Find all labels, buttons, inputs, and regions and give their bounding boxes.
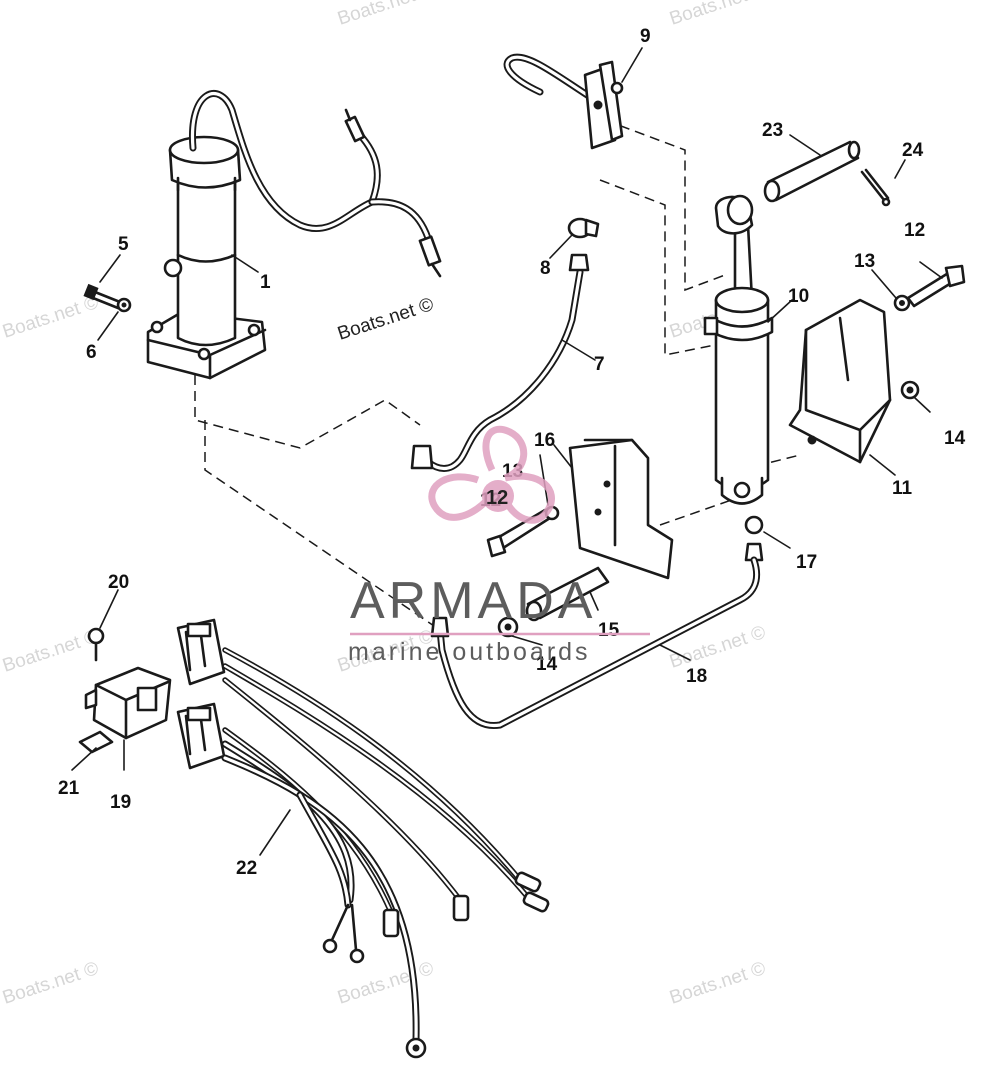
callout-21: 21 — [58, 778, 80, 799]
screw-20 — [87, 627, 105, 662]
fitting-17 — [744, 515, 764, 562]
cotter-pin-24 — [860, 168, 891, 207]
callout-24: 24 — [902, 140, 924, 161]
watermark: Boats.net © — [667, 0, 768, 30]
callout-6: 6 — [86, 342, 97, 363]
callout-13-washer-right: 13 — [854, 251, 875, 272]
relay-19 — [84, 666, 172, 740]
callout-14-nut-center: 14 — [536, 654, 558, 675]
brand-name: ARMADA — [350, 572, 596, 630]
callout-9: 9 — [640, 26, 651, 47]
callout-11: 11 — [892, 478, 913, 499]
watermark: Boats.net © — [0, 626, 101, 677]
pump-motor-assembly — [146, 90, 442, 380]
fitting-8 — [567, 217, 600, 239]
hydraulic-line-18 — [430, 556, 761, 730]
watermark: Boats.net © — [335, 958, 436, 1009]
callout-leaders — [71, 47, 943, 856]
callout-1: 1 — [260, 272, 271, 293]
callout-18: 18 — [686, 666, 707, 687]
copyright-credit: Boats.net © — [335, 294, 436, 345]
transom-bracket-16 — [568, 438, 674, 580]
callout-19: 19 — [110, 792, 131, 813]
wiring-harness-22 — [176, 618, 550, 1059]
armada-logo: 12 ARMADA marine outboards — [348, 425, 650, 666]
callout-23: 23 — [762, 120, 783, 141]
callout-14-nut-right: 14 — [944, 428, 966, 449]
callout-20: 20 — [108, 572, 129, 593]
hydraulic-line-7 — [410, 253, 590, 472]
callout-16: 16 — [534, 430, 555, 451]
callout-8: 8 — [540, 258, 551, 279]
trim-cylinder-10 — [703, 194, 774, 505]
watermark-layer: Boats.net © Boats.net © Boats.net © Boat… — [0, 0, 768, 1009]
watermark: Boats.net © — [667, 958, 768, 1009]
callout-22: 22 — [236, 858, 257, 879]
callout-5: 5 — [118, 234, 129, 255]
callout-7: 7 — [594, 354, 605, 375]
callout-labels: 1 5 6 7 8 9 10 11 12 12 13 13 14 14 15 1… — [58, 26, 966, 879]
pin-23 — [763, 140, 861, 203]
propeller-logo-icon — [428, 425, 555, 524]
nut-14 — [900, 380, 920, 400]
valve-bracket-9 — [503, 53, 624, 150]
bolt-12-and-washer-13 — [893, 264, 966, 312]
clip-21 — [78, 730, 114, 754]
watermark: Boats.net © — [335, 0, 436, 30]
screw-and-washer — [83, 283, 132, 313]
callout-15: 15 — [598, 620, 620, 641]
pin-15 — [525, 566, 610, 622]
callout-12-bolt-right: 12 — [904, 220, 925, 241]
nut-14-center — [497, 616, 519, 638]
callout-17: 17 — [796, 552, 817, 573]
brand-tagline: marine outboards — [348, 638, 591, 666]
callout-10: 10 — [788, 286, 809, 307]
watermark: Boats.net © — [0, 958, 101, 1009]
transom-bracket-11 — [788, 298, 892, 464]
brand-badge-label: 12 — [486, 487, 508, 509]
watermark: Boats.net © — [0, 292, 101, 343]
